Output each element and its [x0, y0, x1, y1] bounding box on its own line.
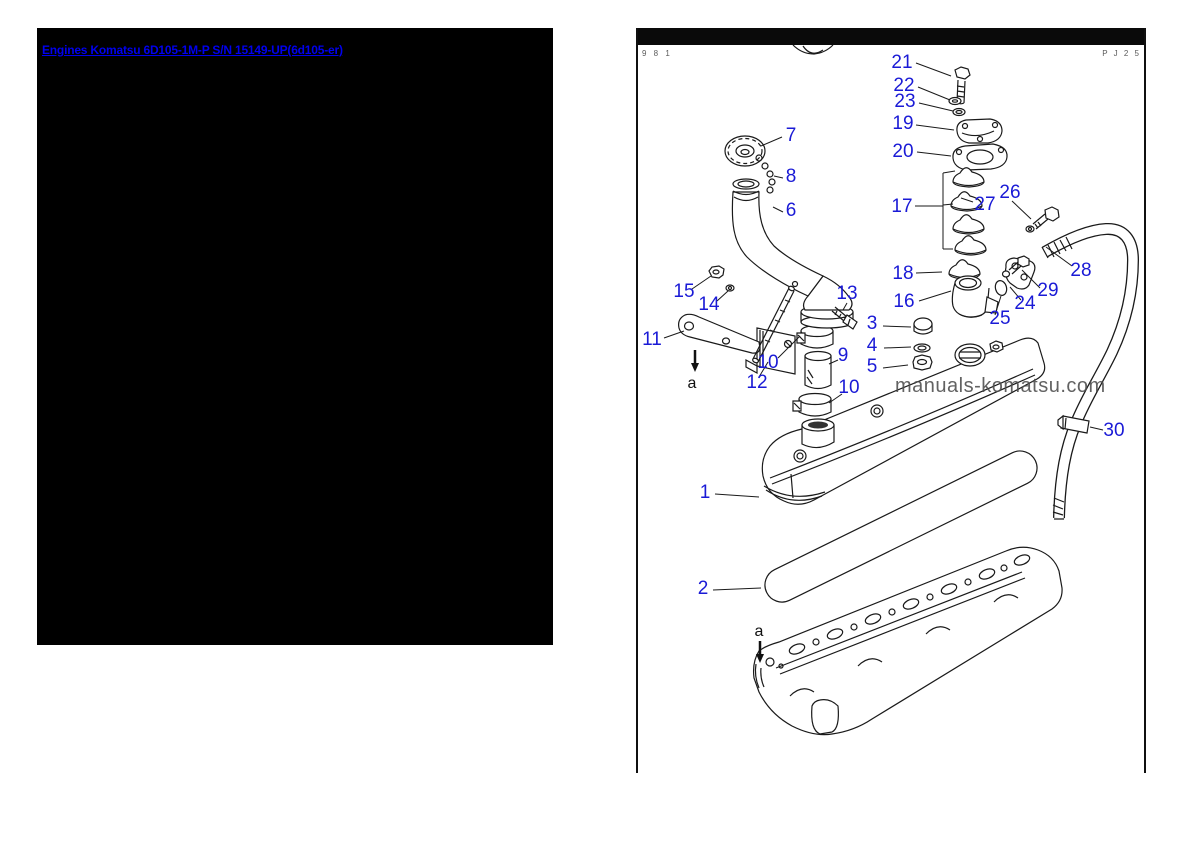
bolt-part-26 [1025, 206, 1060, 233]
section-arrow-a-top: a [688, 350, 699, 392]
callout-26[interactable]: 26 [999, 182, 1020, 203]
callout-29[interactable]: 29 [1037, 280, 1058, 301]
head-front-scallops [754, 594, 1019, 735]
callout-4[interactable]: 4 [867, 335, 878, 356]
hose-clamp-lower-part [792, 392, 832, 417]
callout-20[interactable]: 20 [892, 141, 913, 162]
catalog-link[interactable]: Engines Komatsu 6D105-1M-P S/N 15149-UP(… [42, 43, 343, 57]
cover-page-panel: Engines Komatsu 6D105-1M-P S/N 15149-UP(… [37, 28, 553, 645]
callout-22[interactable]: 22 [893, 75, 914, 96]
cover-cap-part-19 [956, 118, 1003, 144]
callout-15[interactable]: 15 [673, 281, 694, 302]
watermark-text: manuals-komatsu.com [895, 375, 1106, 397]
bracket-part [678, 313, 796, 375]
hose-connector-part [804, 350, 832, 390]
punch-hole-mark [792, 44, 834, 55]
diagram-panel: 9 8 1 P J 2 5 [636, 28, 1146, 773]
flange-gasket-part-20 [952, 143, 1008, 171]
callout-25[interactable]: 25 [989, 308, 1010, 329]
washer-part-22 [948, 96, 962, 106]
callout-2[interactable]: 2 [698, 578, 709, 599]
callout-28[interactable]: 28 [1070, 260, 1091, 281]
callout-6[interactable]: 6 [786, 200, 797, 221]
callout-12[interactable]: 12 [746, 372, 767, 393]
callout-9[interactable]: 9 [838, 345, 849, 366]
nut-part-5 [912, 354, 933, 371]
callout-30[interactable]: 30 [1103, 420, 1124, 441]
callout-16[interactable]: 16 [893, 291, 914, 312]
head-port-holes [788, 554, 1031, 655]
cover-gasket-part [764, 450, 1038, 603]
nut-part-15 [708, 265, 725, 279]
callout-1[interactable]: 1 [700, 482, 711, 503]
washer-part-14 [725, 284, 735, 292]
callout-8[interactable]: 8 [786, 166, 797, 187]
exploded-parts-diagram: a a 1 2 3 4 5 6 7 8 9 10 10 11 12 13 14 … [642, 44, 1140, 736]
rod-part [752, 280, 799, 364]
callout-24[interactable]: 24 [1014, 293, 1036, 314]
callout-27[interactable]: 27 [974, 194, 995, 215]
callout-7[interactable]: 7 [786, 125, 797, 146]
oring-part-25 [994, 280, 1008, 296]
breather-cap-group-17 [942, 167, 987, 256]
hose-clamp-upper-part [796, 324, 834, 349]
callout-13[interactable]: 13 [836, 283, 857, 304]
callout-11[interactable]: 11 [642, 329, 662, 350]
section-label-a-top: a [688, 375, 697, 392]
valve-cover-part [761, 337, 1046, 505]
cylinder-head-part [752, 546, 1063, 736]
callout-21[interactable]: 21 [891, 52, 912, 73]
callout-17[interactable]: 17 [891, 196, 912, 217]
callout-23[interactable]: 23 [894, 91, 915, 112]
callout-10a[interactable]: 10 [757, 352, 778, 373]
callout-19[interactable]: 19 [892, 113, 913, 134]
clamp-bolt-part [831, 306, 858, 330]
plug-part-3 [913, 317, 933, 335]
bolt-part-29 [1001, 255, 1030, 278]
section-label-a-bottom: a [755, 623, 764, 640]
callout-10b[interactable]: 10 [838, 377, 859, 398]
callouts: 1 2 3 4 5 6 7 8 9 10 10 11 12 13 14 15 1… [642, 52, 1124, 599]
washer-part-4 [913, 343, 931, 353]
hose-clamp-part-30 [1057, 414, 1090, 434]
page-code-right: P J 2 5 [1102, 49, 1141, 58]
cover-neck-part [801, 418, 835, 449]
leader-lines [663, 62, 1104, 591]
callout-18[interactable]: 18 [892, 263, 913, 284]
callout-14[interactable]: 14 [698, 294, 720, 315]
section-arrow-a-bottom: a [755, 623, 764, 663]
breather-elbow-part-16 [951, 275, 999, 318]
panel-top-bar [638, 28, 1144, 45]
cap-chain-part [755, 154, 776, 194]
page-code-left: 9 8 1 [642, 49, 673, 58]
callout-3[interactable]: 3 [867, 313, 878, 334]
filler-cap-part [724, 135, 766, 167]
bolt-part-21 [954, 66, 971, 105]
washer-part-23 [952, 107, 966, 117]
callout-5[interactable]: 5 [867, 356, 878, 377]
